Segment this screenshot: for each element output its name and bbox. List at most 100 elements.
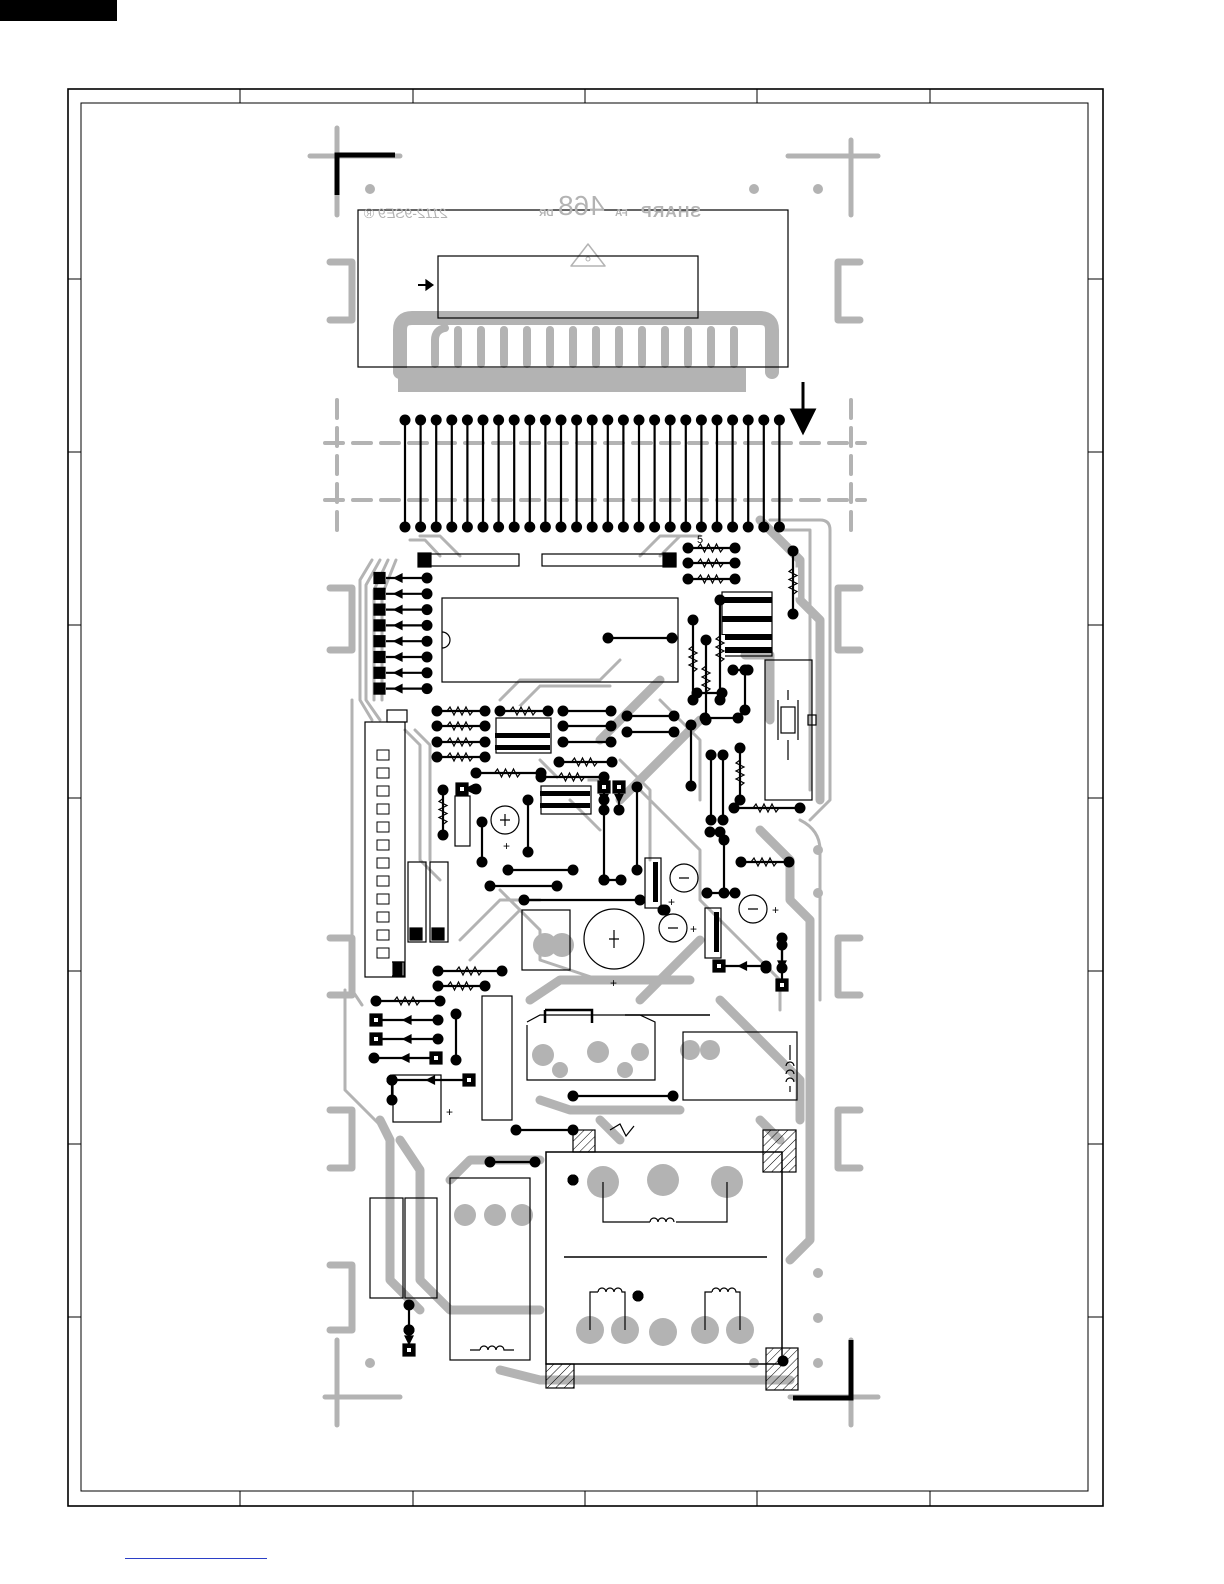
- component-pad: [433, 1034, 444, 1045]
- component-pad: [432, 737, 443, 748]
- square-pad: [374, 667, 385, 678]
- component-pad: [432, 752, 443, 763]
- component-pad: [719, 835, 730, 846]
- square-pad-hole: [407, 1348, 411, 1352]
- header-pad: [540, 522, 551, 533]
- component-pad: [477, 817, 488, 828]
- header-pad: [462, 522, 473, 533]
- component-pad: [433, 966, 444, 977]
- component-pad: [730, 574, 741, 585]
- component-pad: [702, 888, 713, 899]
- component-pad: [558, 706, 569, 717]
- component-pad: [635, 895, 646, 906]
- header-pad: [493, 415, 504, 426]
- component-pad: [369, 1053, 380, 1064]
- component-pad: [606, 737, 617, 748]
- header-pad: [478, 522, 489, 533]
- component-pad: [717, 688, 728, 699]
- component-pad: [480, 706, 491, 717]
- diode-arrow: [403, 1016, 411, 1024]
- header-pad: [602, 522, 613, 533]
- diode-arrow: [403, 1035, 411, 1043]
- header-pad: [649, 415, 660, 426]
- component-pad: [632, 865, 643, 876]
- header-pad: [446, 522, 457, 533]
- component-pad: [433, 1015, 444, 1026]
- ic-pad: [422, 620, 433, 631]
- component-pad: [688, 615, 699, 626]
- component-pad: [740, 665, 751, 676]
- component-pad: [568, 1125, 579, 1136]
- component-pad: [503, 865, 514, 876]
- component-pad: [683, 558, 694, 569]
- header-pad: [431, 415, 442, 426]
- component-pad: [614, 805, 625, 816]
- ic-pad: [422, 636, 433, 647]
- component-pad: [438, 830, 449, 841]
- square-pad-hole: [374, 1018, 378, 1022]
- component-pad: [606, 721, 617, 732]
- component-pad: [497, 966, 508, 977]
- component-pad: [485, 881, 496, 892]
- ic-pad: [422, 683, 433, 694]
- component-pad: [599, 875, 610, 886]
- component-pad: [788, 609, 799, 620]
- header-pad: [696, 415, 707, 426]
- header-pad: [712, 522, 723, 533]
- square-pad-hole: [374, 1037, 378, 1041]
- svg-text:+: +: [610, 976, 617, 990]
- component-pad: [728, 665, 739, 676]
- component-pad: [485, 1157, 496, 1168]
- component-pad: [730, 543, 741, 554]
- component-pad: [519, 895, 530, 906]
- component-pad: [778, 1356, 789, 1367]
- component-pad: [729, 803, 740, 814]
- component-pad: [632, 782, 643, 793]
- component-pad: [554, 757, 565, 768]
- lcd-pin-traces: [435, 328, 734, 364]
- component-pad: [735, 743, 746, 754]
- component-pad: [718, 750, 729, 761]
- header-pad: [571, 415, 582, 426]
- component-pad: [705, 827, 716, 838]
- svg-text:+: +: [446, 1105, 453, 1119]
- component-pad: [607, 757, 618, 768]
- fa-mark: FA: [615, 208, 628, 219]
- component-pad: [606, 706, 617, 717]
- svg-text:+: +: [503, 839, 510, 853]
- header-pad: [743, 415, 754, 426]
- component-pad: [568, 865, 579, 876]
- header-pad: [665, 522, 676, 533]
- header-pad: [556, 522, 567, 533]
- header-pad: [556, 415, 567, 426]
- component-pad: [530, 1157, 541, 1168]
- component-pad: [451, 1055, 462, 1066]
- header-pad: [587, 415, 598, 426]
- square-pad: [374, 636, 385, 647]
- component-pad: [433, 981, 444, 992]
- square-pad-hole: [434, 1056, 438, 1060]
- header-pad: [602, 415, 613, 426]
- header-pad: [415, 415, 426, 426]
- component-pad: [471, 768, 482, 779]
- header-pad: [727, 415, 738, 426]
- down-arrow: [792, 382, 814, 432]
- header-pad: [680, 522, 691, 533]
- header-pad: [493, 522, 504, 533]
- component-pad: [788, 546, 799, 557]
- header-pad: [712, 415, 723, 426]
- component-pad: [495, 706, 506, 717]
- square-pad: [374, 604, 385, 615]
- diode-arrow: [394, 637, 402, 645]
- ic-pad: [422, 604, 433, 615]
- component-pad: [736, 857, 747, 868]
- svg-text:+: +: [690, 922, 697, 936]
- square-pad-hole: [602, 785, 606, 789]
- diode-arrow: [394, 606, 402, 614]
- component-pad: [432, 706, 443, 717]
- component-pad: [536, 772, 547, 783]
- header-pad: [509, 415, 520, 426]
- header-pad: [400, 415, 411, 426]
- component-pad: [616, 875, 627, 886]
- square-pad-hole: [460, 787, 464, 791]
